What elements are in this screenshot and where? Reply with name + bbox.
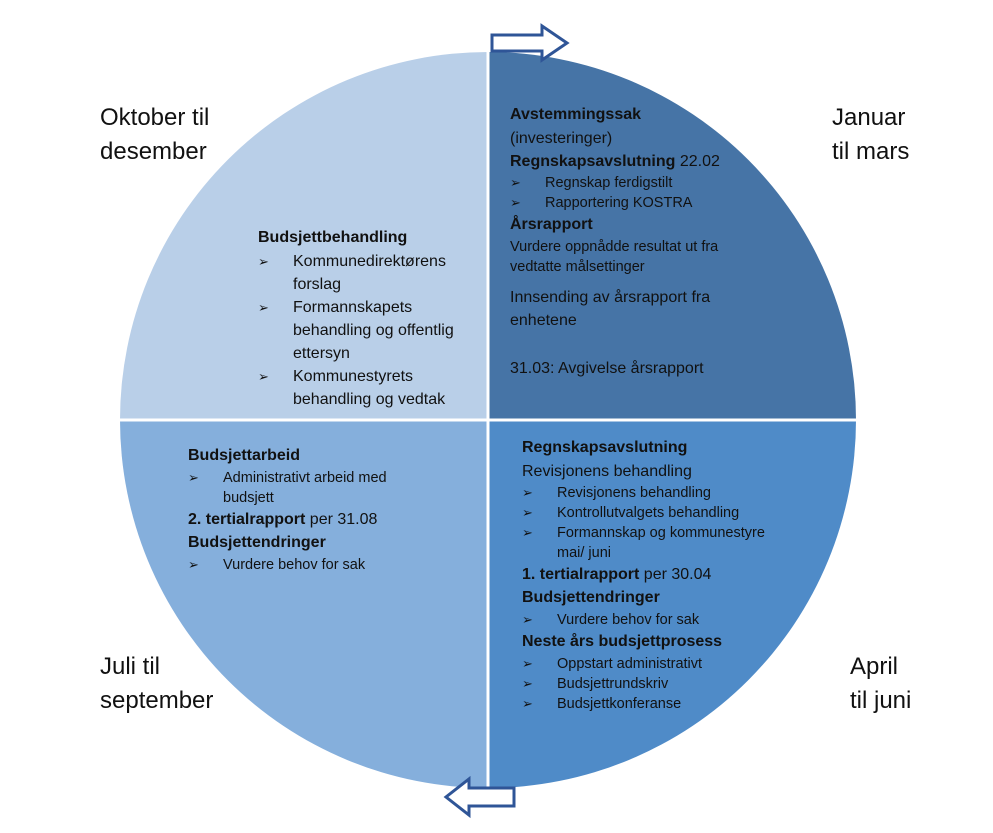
label-line: desember <box>100 138 207 165</box>
bullet-item: ➢ Kontrollutvalgets behandling <box>522 503 822 523</box>
label-jan-mar: Januar til mars <box>832 101 909 169</box>
content-jul-sep: Budsjettarbeid ➢ Administrativt arbeid me… <box>188 444 438 575</box>
heading: Budsjettendringer <box>188 534 326 551</box>
bullet-item: ➢ Administrativt arbeid med budsjett <box>188 468 438 508</box>
label-line: April <box>850 653 899 680</box>
heading: Neste års budsjettprosess <box>522 633 723 650</box>
bullet-item: ➢ Formannskapets behandling og offentlig … <box>258 296 488 365</box>
heading: Budsjettendringer <box>522 589 660 606</box>
bullet-item: ➢ Revisjonens behandling <box>522 483 822 503</box>
bullet-text: Formannskap og kommunestyre mai/ juni <box>557 525 765 561</box>
heading: Årsrapport <box>510 216 593 233</box>
heading: Regnskapsavslutning <box>510 153 676 170</box>
bullet-text: Vurdere behov for sak <box>557 612 700 628</box>
bullet-item: ➢ Rapportering KOSTRA <box>510 193 770 213</box>
quadrant-oct-dec <box>120 52 488 420</box>
arrow-right-icon <box>490 23 570 63</box>
label-line: til juni <box>850 687 912 714</box>
arrow-bullet-icon: ➢ <box>522 485 533 500</box>
bullet-item: ➢ Kommunedirektørens forslag <box>258 250 488 296</box>
bullet-text: Regnskap ferdigstilt <box>545 175 673 191</box>
bullet-text: Oppstart administrativt <box>557 656 703 672</box>
label-line: Januar <box>832 104 906 131</box>
content-oct-dec: Budsjettbehandling ➢ Kommunedirektørens f… <box>258 226 488 411</box>
bullet-text: Kommunedirektørens forslag <box>293 253 446 293</box>
date: per 31.08 <box>305 511 378 528</box>
bullet-text: Administrativt arbeid med budsjett <box>223 470 387 506</box>
bullet-text: Kommunestyrets behandling og vedtak <box>293 368 446 408</box>
bullet-text: Budsjettrundskriv <box>557 676 669 692</box>
heading: Budsjettbehandling <box>258 229 408 246</box>
heading-line: Regnskapsavslutning 22.02 <box>510 150 770 173</box>
quadrant-jul-sep <box>120 420 488 788</box>
heading-line: 1. tertialrapport per 30.04 <box>522 563 822 586</box>
arrow-bullet-icon: ➢ <box>522 505 533 520</box>
heading: Budsjettarbeid <box>188 447 301 464</box>
text: 31.03: Avgivelse årsrapport <box>510 360 704 377</box>
quadrant-apr-jun <box>488 420 856 788</box>
label-line: Juli til <box>100 653 161 680</box>
content-jan-mar: Avstemmingssak (investeringer) Regnskaps… <box>510 103 770 380</box>
bullet-item: ➢ Oppstart administrativt <box>522 654 822 674</box>
bullet-item: ➢ Formannskap og kommunestyre mai/ juni <box>522 523 822 563</box>
arrow-bullet-icon: ➢ <box>188 557 199 572</box>
heading: 1. tertialrapport <box>522 566 640 583</box>
bullet-item: ➢ Kommunestyrets behandling og vedtak <box>258 365 488 411</box>
bullet-text: Vurdere behov for sak <box>223 557 366 573</box>
arrow-bullet-icon: ➢ <box>188 470 199 485</box>
arrow-left-icon <box>443 775 516 819</box>
arrow-bullet-icon: ➢ <box>258 369 269 384</box>
heading: 2. tertialrapport <box>188 511 306 528</box>
heading: Avstemmingssak <box>510 106 642 123</box>
label-apr-jun: April til juni <box>850 650 911 718</box>
bullet-text: Rapportering KOSTRA <box>545 195 693 211</box>
bullet-item: ➢ Budsjettrundskriv <box>522 674 822 694</box>
text: Vurdere oppnådde resultat ut fra vedtatt… <box>510 239 719 275</box>
quadrant-jan-mar <box>488 52 856 420</box>
label-line: september <box>100 687 214 714</box>
arrow-bullet-icon: ➢ <box>522 525 533 540</box>
bullet-text: Kontrollutvalgets behandling <box>557 505 740 521</box>
bullet-item: ➢ Regnskap ferdigstilt <box>510 173 770 193</box>
arrow-bullet-icon: ➢ <box>522 696 533 711</box>
label-jul-sep: Juli til september <box>100 650 213 718</box>
arrow-bullet-icon: ➢ <box>522 656 533 671</box>
heading: Regnskapsavslutning <box>522 439 688 456</box>
text: Revisjonens behandling <box>522 463 692 480</box>
bullet-text: Formannskapets behandling og offentlig e… <box>293 299 454 362</box>
text: Innsending av årsrapport fra enhetene <box>510 289 711 329</box>
heading-line: 2. tertialrapport per 31.08 <box>188 508 438 531</box>
bullet-item: ➢ Vurdere behov for sak <box>522 610 822 630</box>
bullet-item: ➢ Vurdere behov for sak <box>188 555 438 575</box>
date: per 30.04 <box>639 566 712 583</box>
label-oct-dec: Oktober til desember <box>100 101 209 169</box>
text: (investeringer) <box>510 130 613 147</box>
bullet-text: Budsjettkonferanse <box>557 696 682 712</box>
date: 22.02 <box>675 153 720 170</box>
bullet-text: Revisjonens behandling <box>557 485 711 501</box>
bullet-item: ➢ Budsjettkonferanse <box>522 694 822 714</box>
arrow-bullet-icon: ➢ <box>510 175 521 190</box>
content-apr-jun: Regnskapsavslutning Revisjonens behandli… <box>522 436 822 714</box>
arrow-bullet-icon: ➢ <box>510 195 521 210</box>
arrow-bullet-icon: ➢ <box>522 612 533 627</box>
arrow-bullet-icon: ➢ <box>522 676 533 691</box>
label-line: Oktober til <box>100 104 210 131</box>
arrow-bullet-icon: ➢ <box>258 300 269 315</box>
arrow-bullet-icon: ➢ <box>258 254 269 269</box>
label-line: til mars <box>832 138 910 165</box>
